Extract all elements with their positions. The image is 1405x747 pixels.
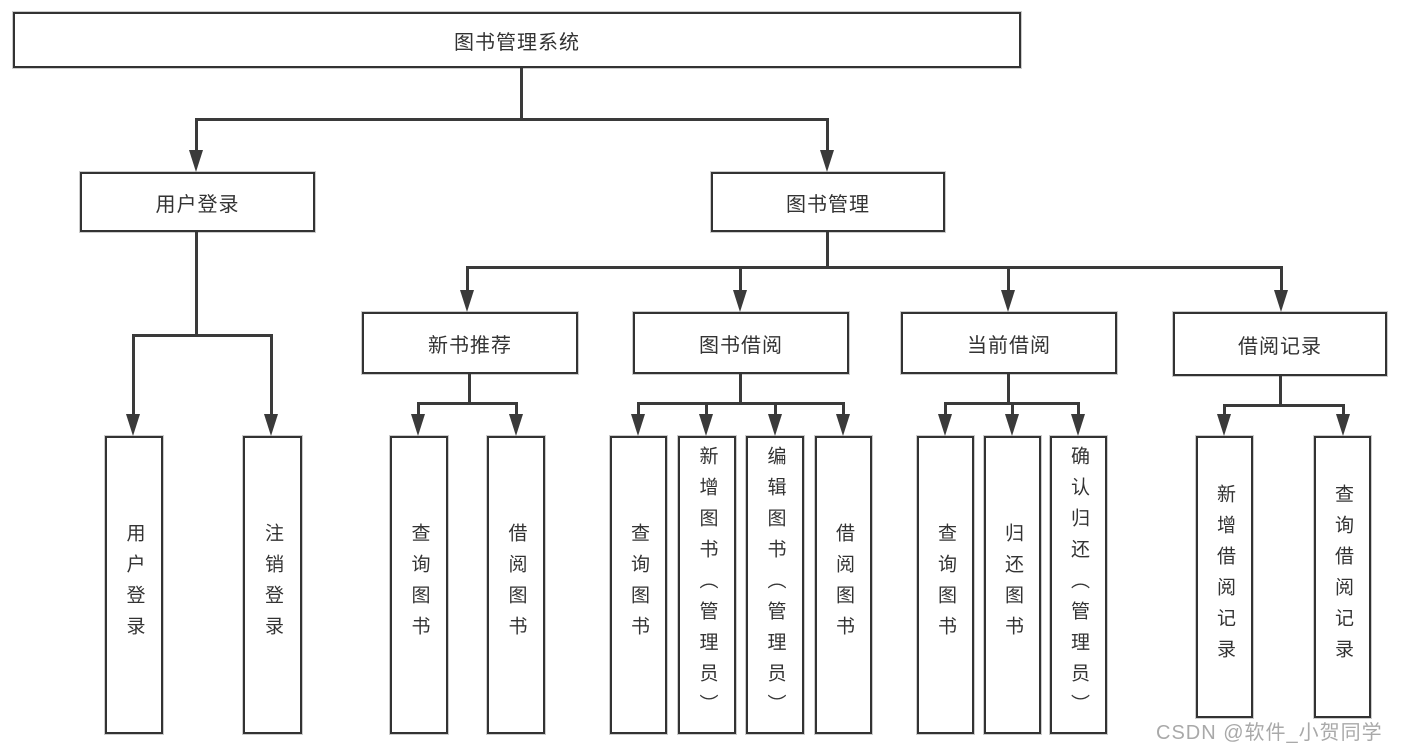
connector-arrowhead [733,290,747,312]
connector-line [774,402,777,415]
connector-line [826,118,829,150]
connector-line [520,68,523,118]
leaf-bb-query-books-label: 查询图书 [628,523,649,647]
connector-line [466,266,469,290]
leaf-user-login: 用户登录 [105,436,163,734]
connector-line [515,402,518,415]
leaf-br-query-record: 查询借阅记录 [1314,436,1371,718]
connector-line [468,374,471,402]
connector-line [705,402,708,415]
leaf-cb-return-books: 归还图书 [984,436,1041,734]
connector-arrowhead [411,414,425,436]
leaf-br-add-record: 新增借阅记录 [1196,436,1253,718]
node-new-book-recommendation: 新书推荐 [362,312,578,374]
connector-line [466,266,1283,269]
leaf-bb-edit-books-admin-label: 编辑图书（管理员） [764,445,786,725]
connector-line [842,402,845,415]
connector-line [1342,404,1345,415]
leaf-bb-add-books-admin: 新增图书（管理员） [678,436,736,734]
connector-line [417,402,420,415]
leaf-nbr-borrow-books-label: 借阅图书 [505,523,527,647]
connector-arrowhead [938,414,952,436]
connector-line [195,118,198,150]
connector-arrowhead [126,414,140,436]
connector-arrowhead [264,414,278,436]
node-root: 图书管理系统 [13,12,1021,68]
connector-line [1279,376,1282,406]
leaf-logout-login: 注销登录 [243,436,302,734]
connector-line [637,402,845,405]
connector-arrowhead [820,150,834,172]
csdn-watermark: CSDN @软件_小贺同学 [1156,722,1383,744]
connector-arrowhead [1217,414,1231,436]
leaf-cb-return-books-label: 归还图书 [1002,523,1023,647]
leaf-cb-query-books: 查询图书 [917,436,974,734]
leaf-cb-query-books-label: 查询图书 [935,523,956,647]
leaf-cb-confirm-return-admin: 确认归还（管理员） [1050,436,1107,734]
connector-line [132,334,135,416]
connector-line [132,334,273,337]
node-current-borrowing-label: 当前借阅 [967,334,1051,357]
node-user-login: 用户登录 [80,172,315,232]
node-new-book-recommendation-label: 新书推荐 [428,334,512,357]
connector-arrowhead [1071,414,1085,436]
connector-line [944,402,947,415]
connector-arrowhead [1274,290,1288,312]
connector-arrowhead [460,290,474,312]
leaf-cb-confirm-return-admin-label: 确认归还（管理员） [1068,445,1089,725]
leaf-user-login-label: 用户登录 [123,523,145,647]
connector-line [826,232,829,266]
leaf-br-add-record-label: 新增借阅记录 [1214,484,1235,670]
connector-line [1011,402,1014,415]
connector-line [739,374,742,402]
leaf-bb-borrow-books-label: 借阅图书 [833,523,854,647]
connector-line [195,118,829,121]
connector-arrowhead [189,150,203,172]
connector-line [739,266,742,290]
leaf-br-query-record-label: 查询借阅记录 [1332,484,1353,670]
leaf-bb-add-books-admin-label: 新增图书（管理员） [696,445,718,725]
node-book-borrowing-label: 图书借阅 [699,334,783,357]
connector-arrowhead [699,414,713,436]
connector-arrowhead [1005,414,1019,436]
leaf-bb-edit-books-admin: 编辑图书（管理员） [746,436,804,734]
node-book-borrowing: 图书借阅 [633,312,849,374]
connector-line [1077,402,1080,415]
connector-arrowhead [631,414,645,436]
connector-arrowhead [768,414,782,436]
leaf-bb-query-books: 查询图书 [610,436,667,734]
leaf-nbr-query-books-label: 查询图书 [408,523,430,647]
connector-arrowhead [1336,414,1350,436]
node-borrowing-records-label: 借阅记录 [1238,335,1322,358]
connector-line [1007,266,1010,290]
connector-line [637,402,640,415]
connector-line [1223,404,1226,415]
node-current-borrowing: 当前借阅 [901,312,1117,374]
leaf-bb-borrow-books: 借阅图书 [815,436,872,734]
connector-line [270,334,273,416]
connector-line [417,402,518,405]
connector-line [1223,404,1345,407]
connector-line [1007,374,1010,402]
connector-line [195,232,198,334]
leaf-nbr-borrow-books: 借阅图书 [487,436,545,734]
connector-arrowhead [836,414,850,436]
node-root-label: 图书管理系统 [454,31,580,54]
leaf-nbr-query-books: 查询图书 [390,436,448,734]
node-user-login-label: 用户登录 [155,193,240,216]
node-book-management-label: 图书管理 [786,193,870,216]
leaf-logout-login-label: 注销登录 [262,523,283,647]
connector-line [1280,266,1283,290]
node-book-management: 图书管理 [711,172,945,232]
connector-arrowhead [1001,290,1015,312]
node-borrowing-records: 借阅记录 [1173,312,1387,376]
connector-arrowhead [509,414,523,436]
